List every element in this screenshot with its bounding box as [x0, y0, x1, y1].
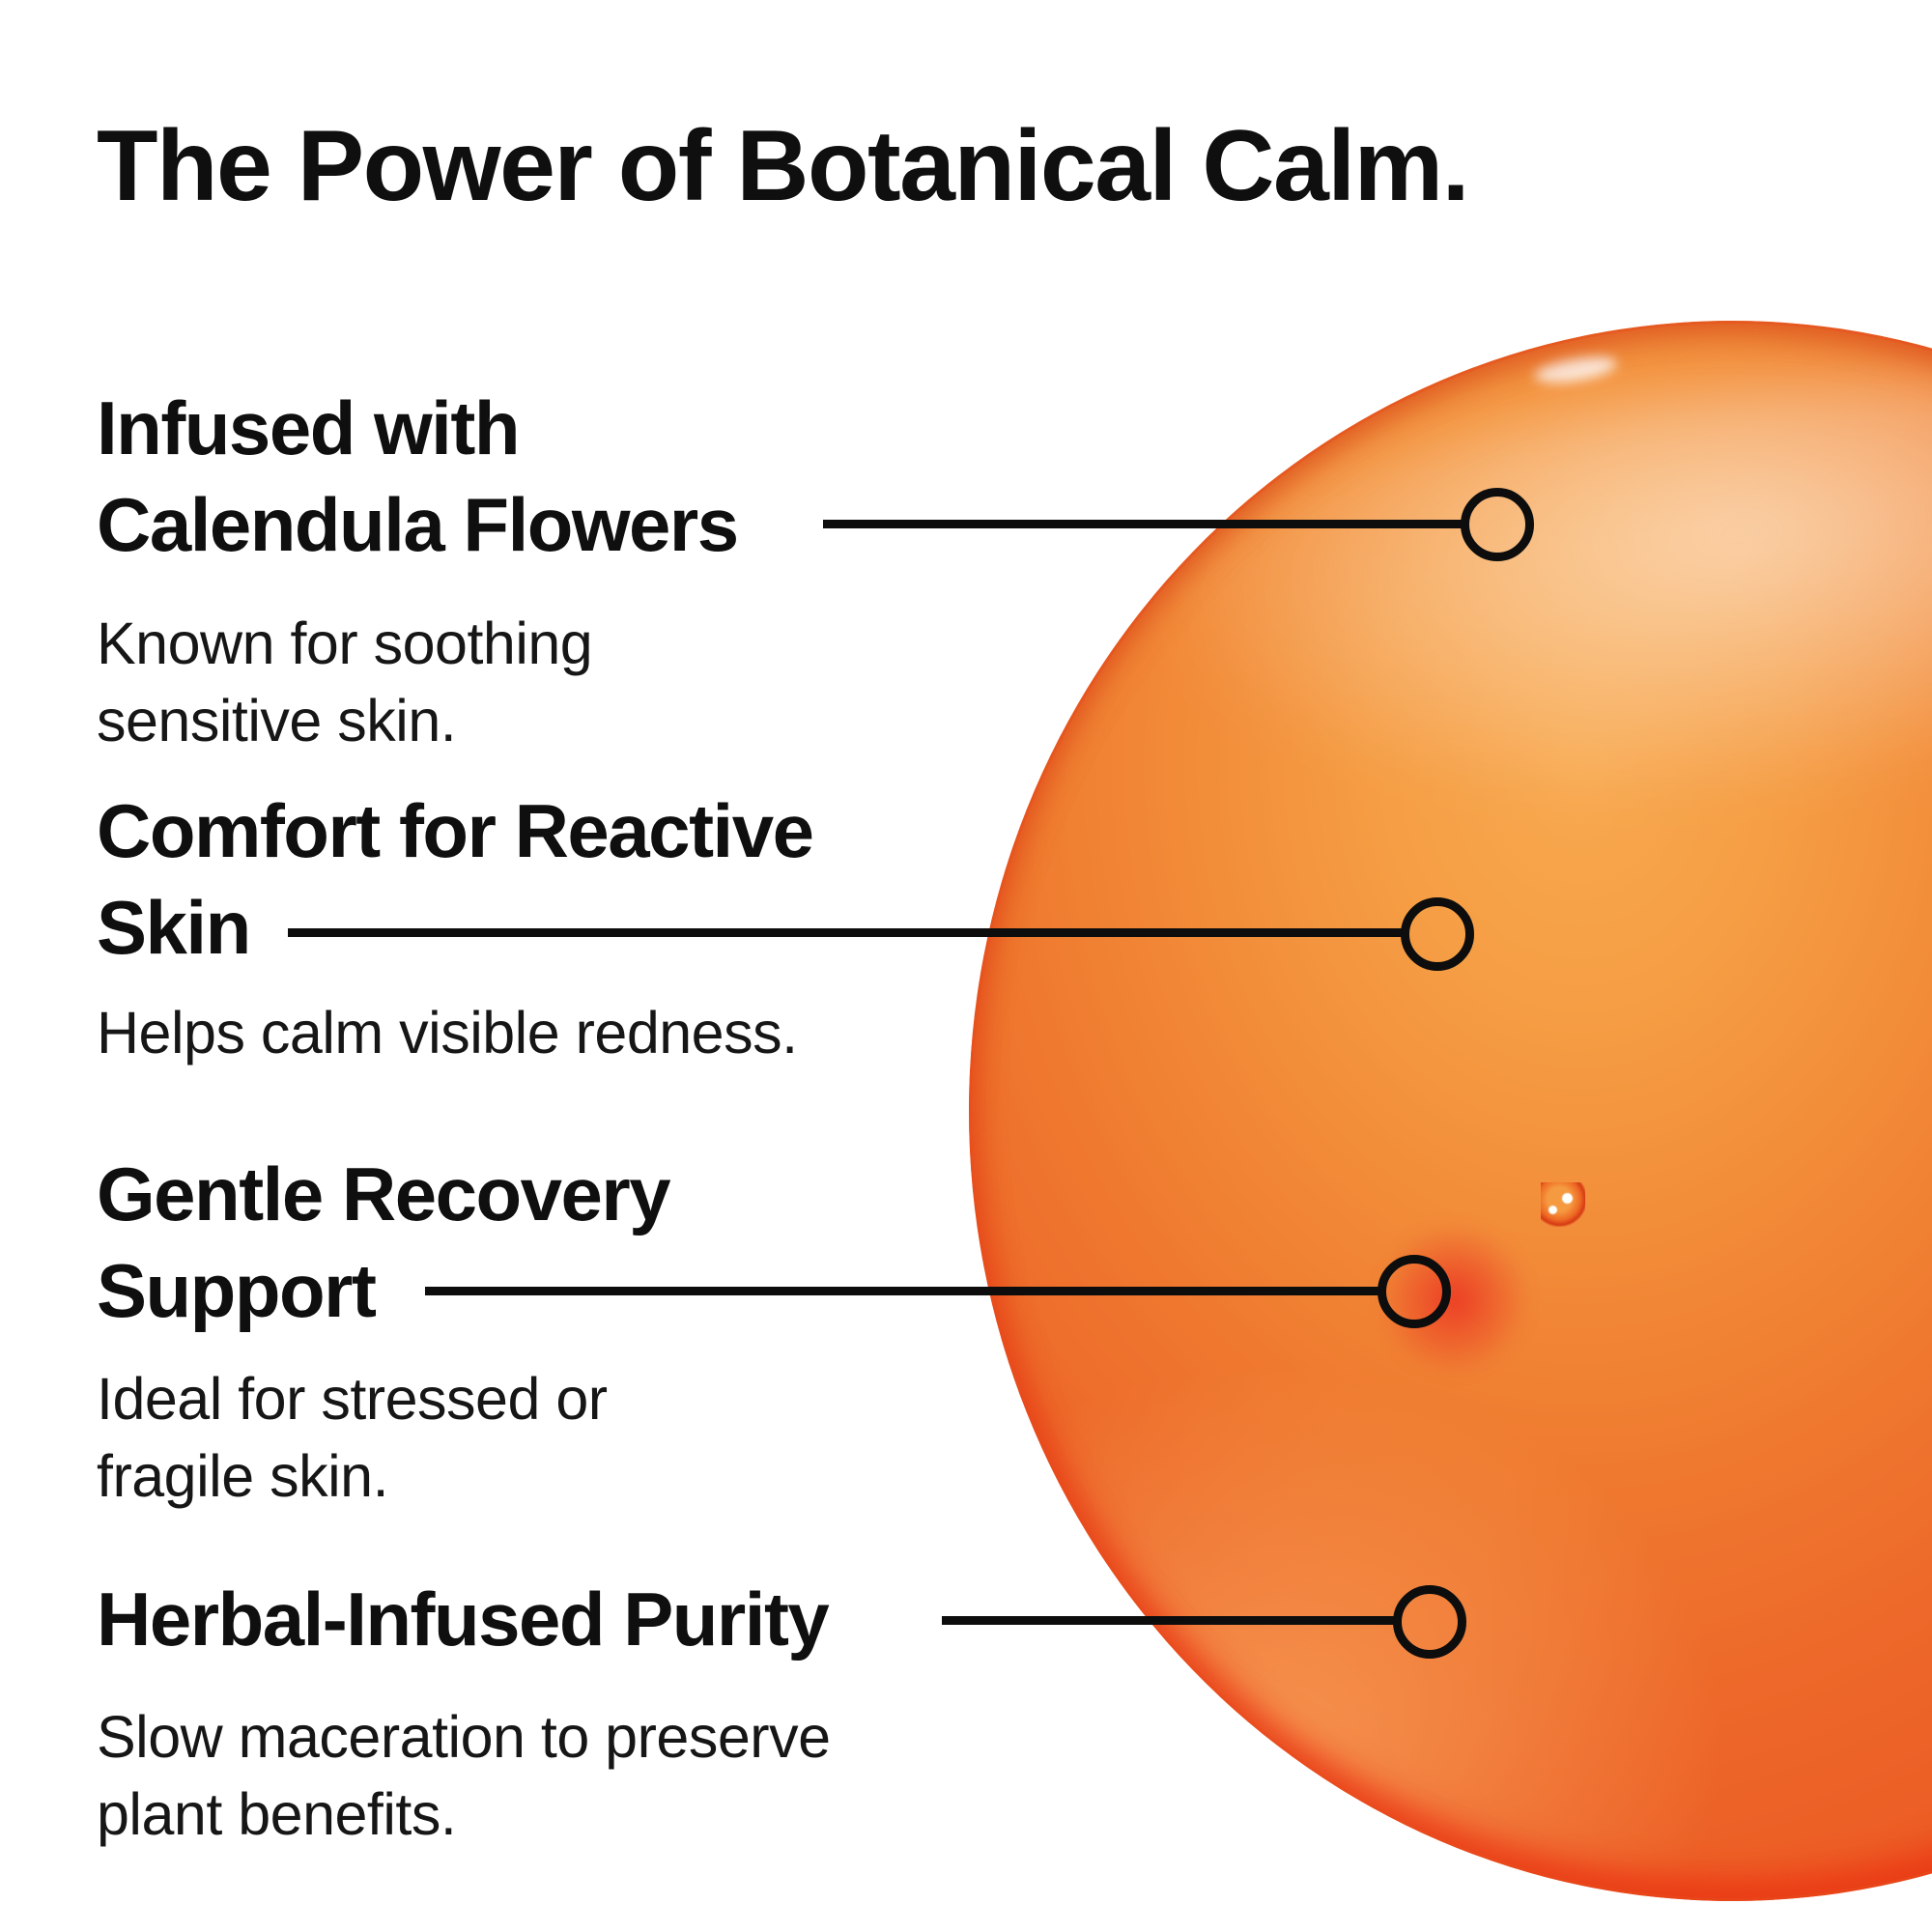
text-line: Comfort for Reactive	[97, 788, 814, 873]
liquid-bubble	[1541, 1182, 1585, 1227]
text-line: Infused with	[97, 385, 520, 470]
text-line: Slow maceration to preserve	[97, 1704, 831, 1770]
callout-marker-circle	[1378, 1255, 1451, 1328]
callout-line	[942, 1616, 1395, 1625]
callout-line	[288, 928, 1403, 937]
feature-description: Helps calm visible redness.	[97, 994, 812, 1071]
feature-description: Ideal for stressed or fragile skin.	[97, 1360, 669, 1515]
callout-marker-circle	[1461, 488, 1534, 561]
page-title: The Power of Botanical Calm.	[97, 110, 1470, 222]
text-line: Calendula Flowers	[97, 482, 739, 567]
callout-marker-circle	[1401, 897, 1474, 971]
feature-herbal-purity: Herbal-Infused Purity Slow maceration to…	[97, 1571, 831, 1853]
text-line: Gentle Recovery	[97, 1151, 671, 1236]
feature-heading: Herbal-Infused Purity	[97, 1571, 831, 1667]
liquid-swatch-image	[969, 321, 1932, 1901]
text-line: Helps calm visible redness.	[97, 1000, 798, 1065]
bubble-highlight	[1562, 1193, 1573, 1204]
callout-marker-circle	[1393, 1585, 1466, 1659]
text-line: Ideal for stressed or	[97, 1366, 608, 1432]
callout-line	[425, 1287, 1379, 1295]
liquid-rim-edge	[969, 321, 1932, 1901]
feature-description: Known for soothing sensitive skin.	[97, 605, 738, 759]
feature-description: Slow maceration to preserve plant benefit…	[97, 1698, 831, 1853]
text-line: fragile skin.	[97, 1443, 389, 1509]
text-line: Skin	[97, 885, 251, 970]
bubble-highlight	[1548, 1206, 1557, 1214]
text-line: plant benefits.	[97, 1781, 457, 1847]
text-line: Herbal-Infused Purity	[97, 1577, 830, 1662]
text-line: Support	[97, 1248, 377, 1333]
callout-line	[823, 520, 1463, 528]
text-line: sensitive skin.	[97, 688, 457, 753]
text-line: Known for soothing	[97, 611, 593, 676]
